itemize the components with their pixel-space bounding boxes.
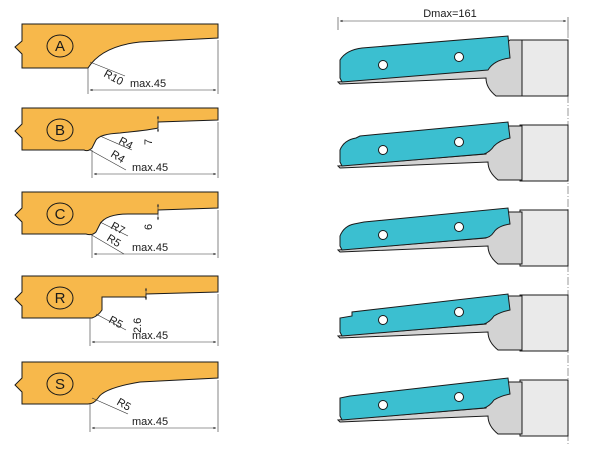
- profile-c-letter: C: [55, 206, 66, 223]
- profile-b: B R4 R4 7 max.45: [14, 107, 219, 178]
- screw-hole: [378, 400, 388, 410]
- knife-blade: [339, 35, 511, 83]
- profile-s-shape: [14, 361, 219, 405]
- profile-c-badge: [46, 202, 74, 226]
- tool-body: [519, 209, 569, 267]
- tool-dimension: Dmax=161: [337, 8, 569, 30]
- knife-r: [336, 293, 569, 352]
- knife-blade: [339, 293, 511, 337]
- profile-s: S R5 max.45: [14, 361, 219, 432]
- tool-body: [519, 294, 569, 352]
- knife-blade: [339, 121, 511, 167]
- profile-b-width-label: max.45: [132, 162, 168, 174]
- profile-a: A R10 max.45: [14, 23, 219, 94]
- profile-c-radius-label-1: R7: [109, 220, 127, 237]
- knife-a: [336, 35, 569, 97]
- profile-c-width-label: max.45: [132, 242, 168, 254]
- profile-s-letter: S: [55, 376, 65, 393]
- profile-c-depth-label: 6: [143, 224, 155, 230]
- profile-b-depth-label: 7: [143, 139, 155, 145]
- profile-c: C R7 R5 6 max.45: [14, 191, 219, 258]
- profile-b-letter: B: [55, 122, 65, 139]
- tool-body: [519, 124, 569, 182]
- knife-c: [336, 207, 569, 267]
- profile-r-badge: [46, 286, 74, 310]
- profile-b-radius-label-2: R4: [108, 148, 126, 166]
- profile-s-radius-label: R5: [115, 396, 133, 413]
- profile-s-badge: [46, 372, 74, 396]
- dmax-label: Dmax=161: [423, 8, 477, 20]
- screw-hole: [378, 230, 388, 240]
- profile-s-width-label: max.45: [132, 416, 168, 428]
- tool-holder: [336, 39, 523, 97]
- profile-b-badge: [46, 118, 74, 142]
- profile-r-depth-label: 2.6: [132, 318, 144, 333]
- knife-b: [336, 121, 569, 182]
- profile-r-shape: [14, 275, 219, 319]
- profile-r-width-label: max.45: [132, 330, 168, 342]
- screw-hole: [378, 145, 388, 155]
- profile-a-radius-label: R10: [102, 68, 125, 88]
- profile-a-badge: [46, 34, 74, 58]
- profile-r: R R5 2.6 max.45: [14, 275, 219, 346]
- tool-body: [519, 39, 569, 97]
- screw-hole: [454, 52, 464, 62]
- profile-a-width-label: max.45: [130, 78, 166, 90]
- profile-a-letter: A: [55, 38, 65, 55]
- screw-hole: [454, 307, 464, 317]
- tool-body: [519, 379, 569, 437]
- knife-s: [336, 377, 569, 437]
- screw-hole: [454, 222, 464, 232]
- profile-a-shape: [14, 23, 219, 69]
- screw-hole: [454, 392, 464, 402]
- screw-hole: [378, 315, 388, 325]
- screw-hole: [454, 137, 464, 147]
- profile-r-letter: R: [55, 290, 66, 307]
- screw-hole: [378, 60, 388, 70]
- profile-r-radius-label: R5: [107, 314, 125, 331]
- profile-b-radius-label-1: R4: [117, 135, 135, 152]
